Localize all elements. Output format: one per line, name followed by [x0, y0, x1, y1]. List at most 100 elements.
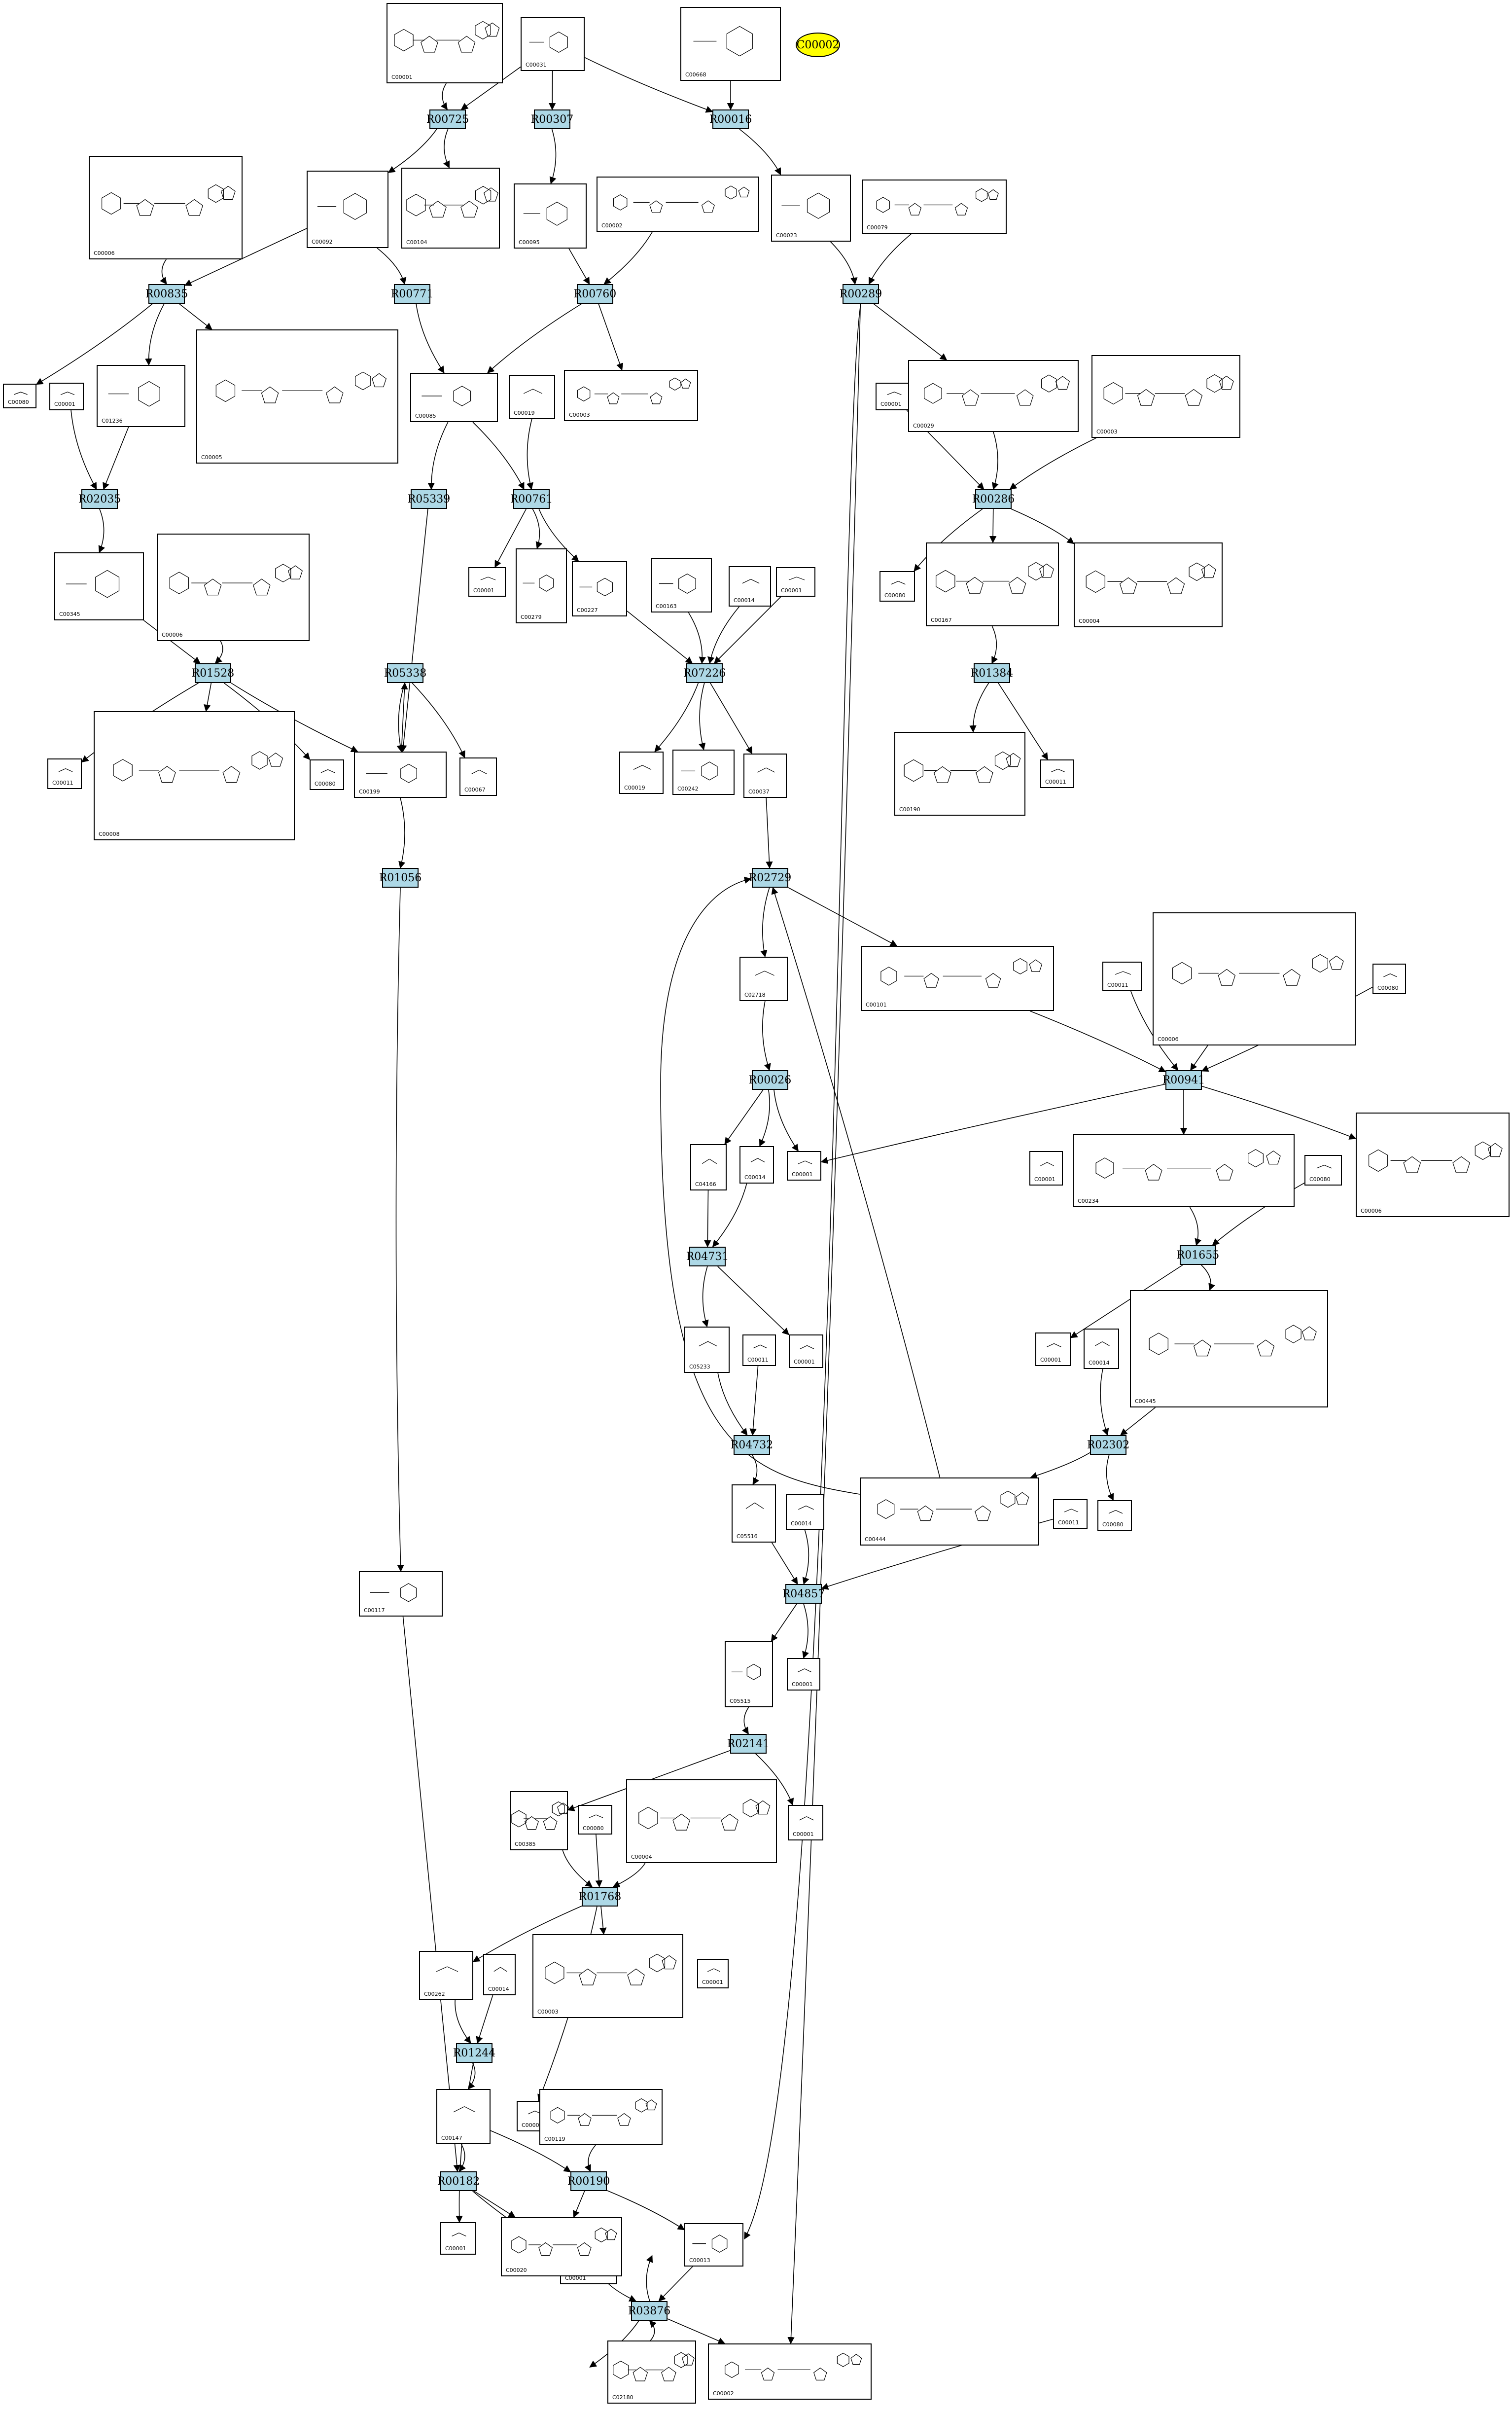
compound-node[interactable]: C00385	[510, 1791, 569, 1850]
reaction-node[interactable]: R00286	[972, 489, 1015, 509]
compound-node[interactable]: C00001	[49, 383, 84, 410]
compound-node[interactable]: C02718	[739, 957, 788, 1001]
compound-node[interactable]: C00101	[861, 946, 1054, 1011]
compound-node[interactable]: C01236	[97, 365, 185, 427]
compound-node[interactable]: C00002	[708, 2343, 872, 2400]
compound-node[interactable]: C00004	[626, 1779, 777, 1863]
compound-node[interactable]: C02180	[607, 2340, 696, 2404]
compound-node[interactable]: C00003	[532, 1934, 683, 2018]
compound-node[interactable]: C00019	[619, 752, 664, 794]
compound-node[interactable]: C00001	[876, 383, 911, 410]
compound-node[interactable]: C00345	[54, 552, 144, 620]
compound-node[interactable]: C00001	[788, 1805, 823, 1840]
reaction-node[interactable]: R04731	[686, 1247, 729, 1266]
reaction-node[interactable]: R00761	[510, 489, 553, 509]
compound-node[interactable]: C00029	[908, 360, 1079, 432]
compound-node[interactable]: C05233	[684, 1327, 730, 1373]
compound-node[interactable]: C00001	[468, 567, 506, 597]
compound-node[interactable]: C00001	[1035, 1332, 1071, 1366]
reaction-node[interactable]: R00016	[709, 109, 752, 129]
reaction-node[interactable]: R00771	[391, 284, 433, 304]
reaction-node[interactable]: R00307	[531, 109, 573, 129]
compound-node[interactable]: C00279	[516, 548, 567, 623]
compound-node[interactable]: C00001	[1029, 1151, 1063, 1186]
compound-node[interactable]: C00011	[1102, 962, 1142, 991]
compound-node[interactable]: C00023	[771, 175, 851, 242]
compound-node[interactable]: C00117	[359, 1571, 443, 1617]
reaction-node[interactable]: R00760	[574, 284, 616, 304]
compound-node[interactable]: C00006	[1153, 912, 1356, 1045]
compound-node[interactable]: C00199	[354, 752, 447, 798]
compound-node[interactable]: C00079	[862, 180, 1007, 234]
reaction-node[interactable]: R01655	[1177, 1245, 1219, 1265]
reaction-node[interactable]: R07226	[683, 663, 726, 683]
compound-node[interactable]: C00104	[401, 168, 500, 249]
compound-node[interactable]: C00037	[743, 754, 787, 798]
reaction-node[interactable]: R00289	[840, 284, 882, 304]
compound-node[interactable]: C00011	[1053, 1499, 1088, 1529]
compound-node[interactable]: C00005	[196, 329, 398, 464]
compound-node[interactable]: C00080	[1097, 1500, 1132, 1531]
compound-node[interactable]: C05516	[732, 1484, 776, 1543]
compound-node[interactable]: C00080	[1372, 964, 1406, 994]
reaction-node[interactable]: R00182	[437, 2171, 480, 2191]
compound-node[interactable]: C00004	[1074, 542, 1223, 627]
compound-node[interactable]: C00262	[419, 1951, 473, 2000]
compound-node[interactable]: C00080	[578, 1805, 612, 1835]
reaction-node[interactable]: R02302	[1087, 1435, 1129, 1455]
compound-node[interactable]: C05515	[725, 1641, 773, 1707]
compound-node[interactable]: C04166	[690, 1144, 727, 1190]
reaction-node[interactable]: R00026	[749, 1070, 791, 1090]
compound-node[interactable]: C00013	[684, 2223, 743, 2267]
compound-node[interactable]: C00095	[514, 183, 587, 249]
compound-node[interactable]: C00001	[787, 1151, 821, 1181]
compound-node[interactable]: C00001	[440, 2222, 476, 2255]
compound-node[interactable]: C00019	[509, 375, 555, 419]
reaction-node[interactable]: R01384	[971, 663, 1013, 683]
reaction-node[interactable]: R01528	[192, 663, 234, 683]
reaction-node[interactable]: R00835	[145, 284, 188, 304]
compound-node[interactable]: C00085	[410, 373, 498, 422]
compound-node[interactable]: C00119	[539, 2089, 663, 2145]
compound-node[interactable]: C00001	[776, 567, 815, 597]
reaction-node[interactable]: R05338	[384, 663, 426, 683]
compound-node[interactable]: C00001	[789, 1334, 823, 1368]
reaction-node[interactable]: R02035	[78, 489, 121, 509]
compound-node[interactable]: C00080	[1304, 1155, 1342, 1186]
reaction-node[interactable]: R02141	[727, 1734, 770, 1754]
compound-node[interactable]: C00167	[926, 542, 1059, 626]
compound-node[interactable]: C00001	[787, 1658, 820, 1691]
reaction-node[interactable]: R02729	[749, 868, 791, 888]
reaction-node[interactable]: R01244	[453, 2043, 495, 2063]
compound-node[interactable]: C00008	[94, 711, 295, 840]
compound-node[interactable]: C00006	[1356, 1113, 1510, 1217]
compound-node[interactable]: C00001	[387, 3, 503, 83]
compound-node[interactable]: C00014	[729, 566, 771, 607]
compound-node[interactable]: C00006	[157, 534, 310, 641]
compound-node[interactable]: C00190	[894, 732, 1025, 816]
compound-node[interactable]: C00668	[680, 7, 781, 81]
compound-node[interactable]: C00003	[564, 370, 698, 421]
compound-node[interactable]: C00011	[1040, 759, 1074, 788]
compound-node[interactable]: C00234	[1073, 1134, 1295, 1207]
compound-node[interactable]: C00163	[651, 558, 712, 612]
compound-node[interactable]: C00003	[1091, 355, 1240, 438]
reaction-node[interactable]: R03876	[628, 2301, 670, 2321]
compound-node[interactable]: C00014	[739, 1146, 774, 1184]
compound-node[interactable]: C00011	[47, 758, 82, 789]
compound-node[interactable]: C00011	[742, 1334, 776, 1366]
reaction-node[interactable]: R00725	[426, 109, 469, 129]
compound-node[interactable]: C00014	[786, 1494, 824, 1530]
compound-node[interactable]: C00242	[672, 750, 735, 795]
compound-node[interactable]: C00014	[1084, 1329, 1119, 1369]
compound-node[interactable]: C00080	[310, 759, 344, 790]
compound-node[interactable]: C00092	[307, 171, 388, 248]
compound-node[interactable]: C00014	[483, 1954, 516, 1995]
reaction-node[interactable]: R05339	[408, 489, 450, 509]
reaction-node[interactable]: R00941	[1162, 1070, 1205, 1090]
compound-node[interactable]: C00080	[879, 571, 915, 602]
reaction-node[interactable]: R04857	[782, 1584, 825, 1604]
compound-node[interactable]: C00020	[501, 2217, 622, 2276]
compound-node[interactable]: C00001	[697, 1959, 729, 1988]
reaction-node[interactable]: R01056	[379, 868, 422, 888]
